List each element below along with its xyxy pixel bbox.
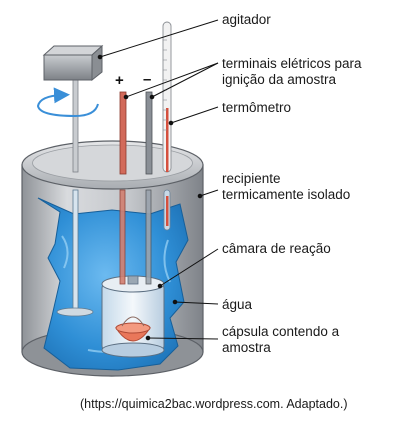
label-terminals-line1: terminais elétricos para: [222, 56, 362, 71]
label-water: água: [222, 297, 253, 312]
leader-stirrer: [99, 19, 219, 58]
leader-water: [174, 301, 219, 305]
thermometer: [162, 21, 172, 231]
label-container-line1: recipiente: [222, 171, 281, 186]
rotation-arrow: [36, 87, 99, 118]
label-stirrer: agitador: [222, 12, 271, 27]
positive-sign: +: [115, 72, 124, 89]
label-capsule-line1: cápsula contendo a: [222, 324, 340, 339]
label-thermometer: termômetro: [222, 100, 292, 115]
leader-thermometer: [170, 106, 219, 124]
lid-rim: [32, 144, 193, 182]
sample-capsule: [115, 316, 151, 342]
leader-chamber: [159, 248, 219, 287]
positive-terminal: [119, 91, 127, 285]
leader-container: [199, 189, 219, 197]
negative-sign: –: [143, 71, 152, 88]
label-terminals-line2: ignição da amostra: [222, 72, 337, 87]
label-chamber: câmara de reação: [222, 241, 331, 256]
source-credit: (https://quimica2bac.wordpress.com. Adap…: [80, 397, 348, 411]
negative-terminal: [145, 91, 153, 285]
label-capsule-line2: amostra: [222, 340, 271, 355]
stirrer-shaft: [56, 79, 94, 317]
leader-terminal-negative: [151, 62, 219, 98]
leader-terminal-positive: [125, 62, 219, 98]
label-container-line2: termicamente isolado: [222, 187, 351, 202]
leader-lines: [97, 19, 219, 341]
leader-capsule: [147, 337, 219, 340]
stirrer-motor: [42, 44, 104, 82]
